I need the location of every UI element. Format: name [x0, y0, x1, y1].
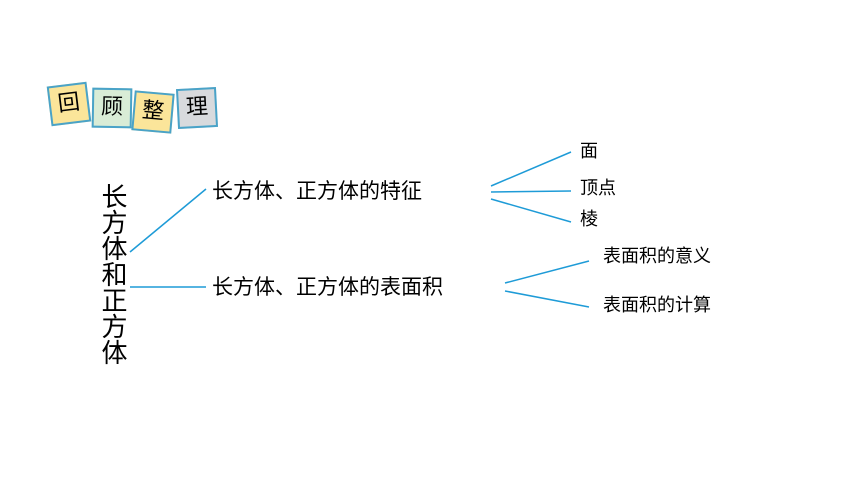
connector-branch-2-leaf-1 [504, 260, 590, 284]
branch-features: 长方体、正方体的特征 [212, 179, 422, 203]
leaf-vertices: 顶点 [580, 178, 616, 199]
leaf-surface-area-calculation: 表面积的计算 [603, 295, 711, 316]
diagram-root: 长方体和正方体 [97, 183, 127, 365]
connector-root-branch-1 [129, 188, 207, 253]
connector-branch-2-leaf-2 [504, 290, 590, 308]
connector-branch-1-leaf-2 [490, 190, 572, 193]
branch-surface-area: 长方体、正方体的表面积 [212, 275, 443, 299]
leaf-surface-area-meaning: 表面积的意义 [603, 246, 711, 267]
connector-branch-1-leaf-3 [490, 198, 572, 223]
connector-branch-1-leaf-1 [490, 151, 572, 187]
leaf-edges: 棱 [580, 209, 598, 230]
leaf-faces: 面 [580, 141, 598, 162]
